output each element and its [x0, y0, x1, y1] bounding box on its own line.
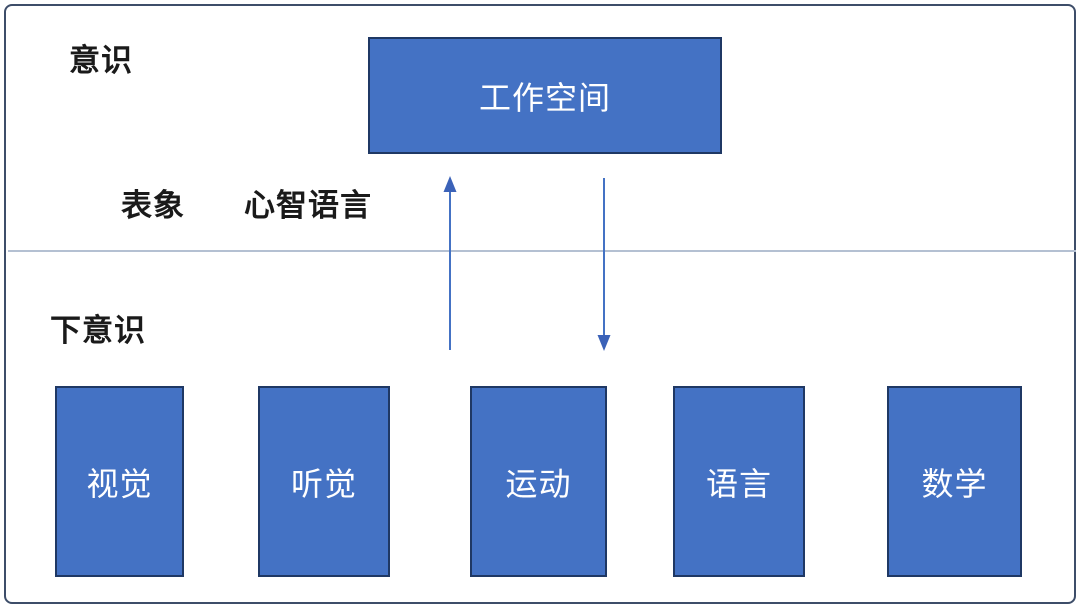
module-label: 语言 — [705, 464, 772, 503]
module-box-vision: 视觉 — [55, 386, 184, 577]
representation-label: 表象 — [121, 188, 185, 224]
workspace-box: 工作空间 — [368, 37, 722, 154]
module-box-hearing: 听觉 — [258, 386, 390, 577]
workspace-label: 工作空间 — [478, 78, 611, 117]
module-box-motion: 运动 — [470, 386, 607, 577]
consciousness-label: 意识 — [69, 43, 133, 79]
subconscious-label: 下意识 — [50, 313, 146, 349]
module-label: 运动 — [505, 464, 572, 503]
module-box-math: 数学 — [887, 386, 1022, 577]
mental-language-label: 心智语言 — [244, 188, 372, 224]
diagram-frame — [4, 4, 1076, 604]
conscious-subconscious-divider — [8, 250, 1076, 252]
module-label: 听觉 — [290, 464, 357, 503]
module-label: 视觉 — [86, 464, 153, 503]
module-box-language: 语言 — [673, 386, 805, 577]
module-label: 数学 — [921, 464, 988, 503]
